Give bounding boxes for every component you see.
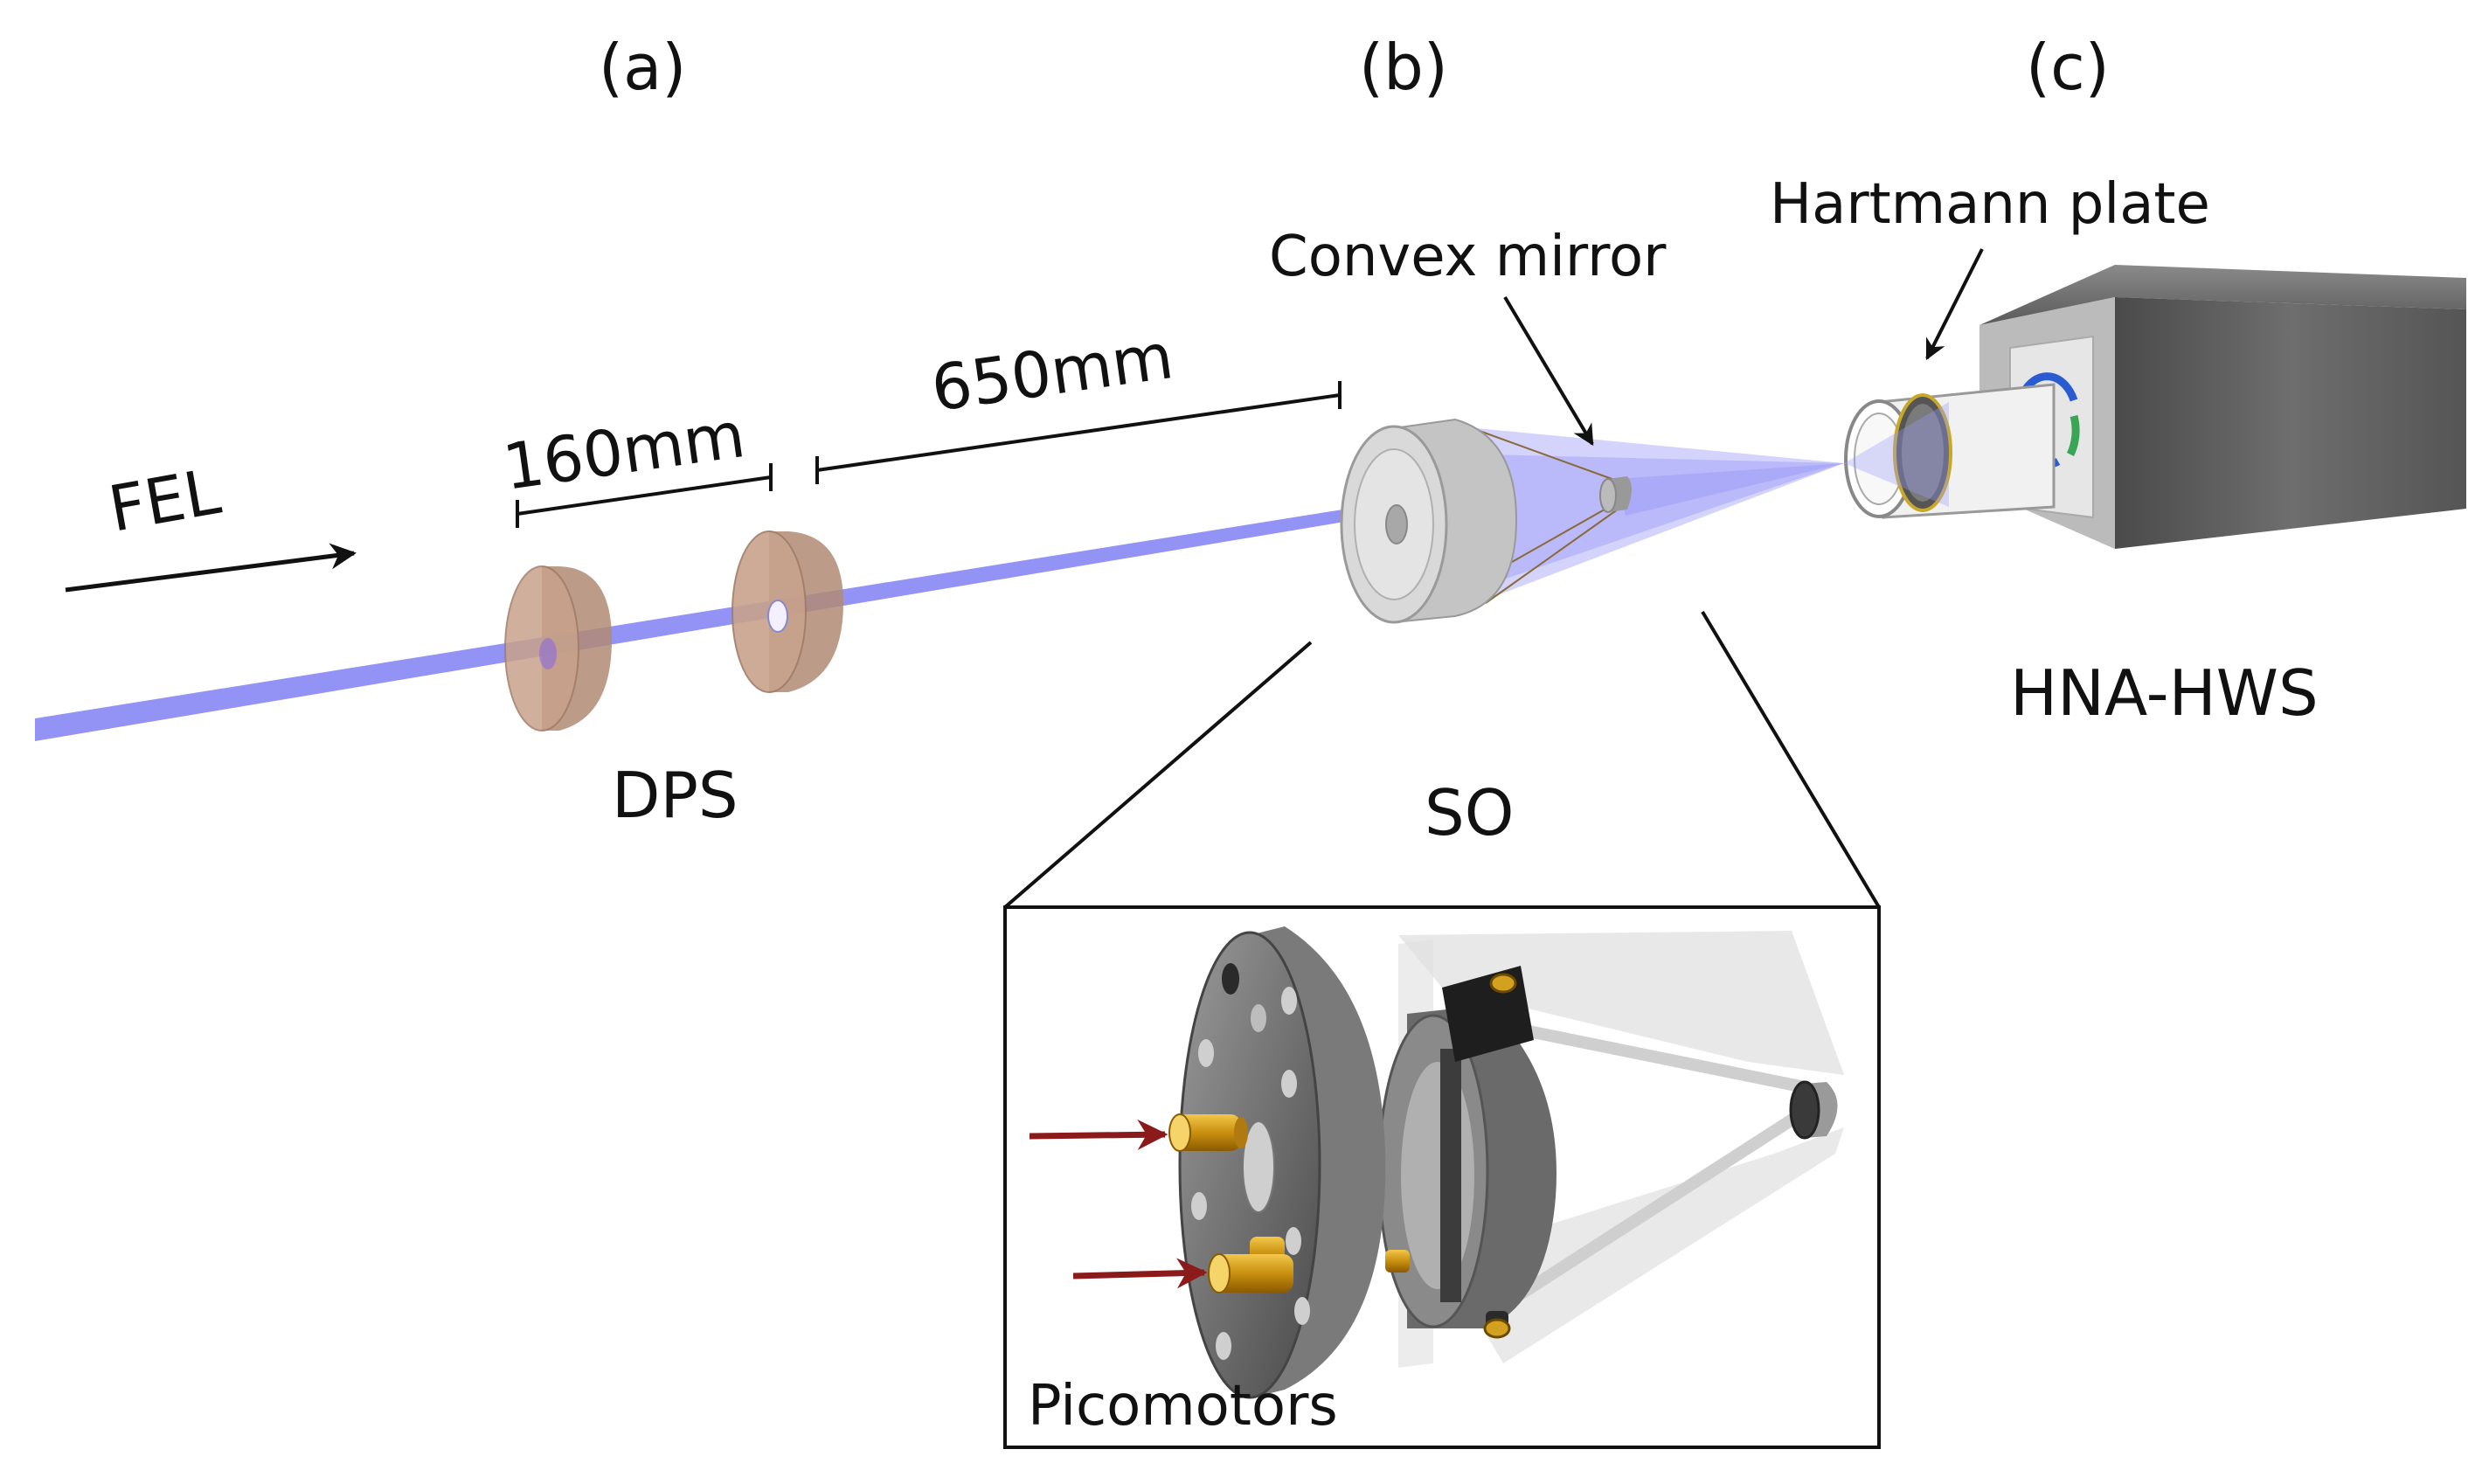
picomotor-arrow-upper (1029, 1119, 1168, 1150)
so-detail-inset: Picomotors (1003, 905, 1881, 1449)
dimension-650mm-label: 650mm (927, 319, 1178, 426)
panel-label-a: (a) (599, 31, 686, 104)
hna-hws-label: HNA-HWS (2010, 656, 2319, 730)
picomotor-arrow-lower (1072, 1258, 1208, 1289)
hartmann-plate-label: Hartmann plate (1770, 172, 2210, 237)
convex-mirror-arrow (1503, 295, 1594, 447)
dimension-650mm (815, 381, 1342, 484)
dps-aperture-2 (731, 530, 843, 693)
dps-aperture-1 (504, 565, 612, 732)
fel-direction-arrow (65, 543, 357, 593)
zoom-line-left (1003, 641, 1313, 909)
picomotors-label: Picomotors (1028, 1374, 1338, 1439)
panel-label-b: (b) (1359, 31, 1448, 104)
dimension-160mm-label: 160mm (499, 398, 750, 504)
panel-label-c: (c) (2026, 31, 2110, 104)
picomotor-upper (1168, 1113, 1248, 1152)
fel-beam (35, 503, 1381, 741)
hartmann-plate-arrow (1925, 248, 1984, 361)
zoom-line-right (1701, 610, 1881, 909)
dimension-160mm (516, 463, 773, 528)
hna-hws-sensor (1844, 265, 2466, 549)
so-assembly (1340, 418, 1844, 624)
picomotor-lower (1208, 1237, 1410, 1293)
dps-label: DPS (612, 759, 738, 832)
convex-mirror-label: Convex mirror (1269, 225, 1667, 289)
so-label: SO (1425, 776, 1514, 849)
fel-label: FEL (103, 454, 225, 546)
